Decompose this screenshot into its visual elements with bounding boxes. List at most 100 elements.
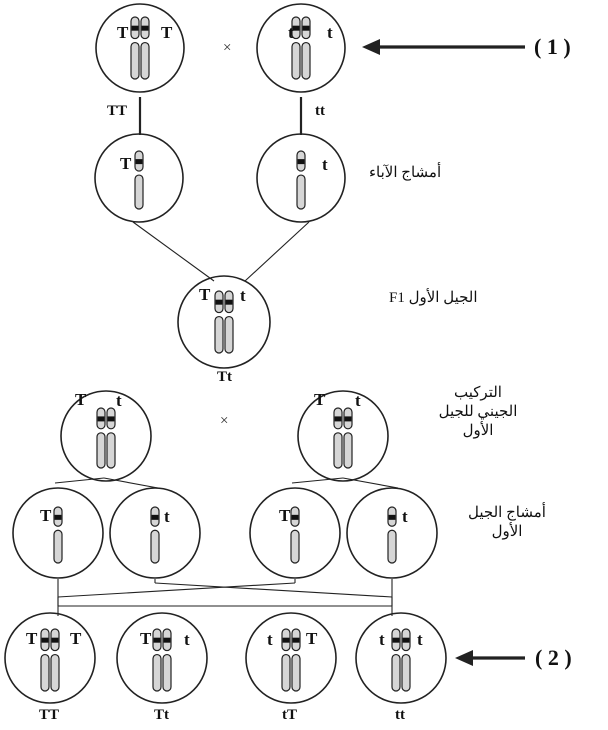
allele-label: T [279, 506, 291, 525]
gene-locus-band [282, 637, 290, 643]
caption-line: الأول [462, 422, 494, 439]
gene-locus-band [135, 159, 143, 165]
offspring-genotype-label: tT [282, 707, 297, 723]
chromosome-arm [130, 41, 140, 80]
allele-label: t [379, 630, 385, 649]
connector-line [342, 477, 399, 489]
gene-locus-band [402, 637, 410, 643]
chromosome-arm [96, 432, 106, 469]
chromosome-arm [224, 315, 234, 354]
gene-locus-band [297, 159, 305, 165]
chromosome-arm [50, 653, 60, 692]
allele-label: t [116, 391, 122, 410]
cell-circle [95, 3, 185, 93]
cell-circle [4, 612, 96, 704]
offspring-genotype-label: TT [39, 707, 60, 723]
connector-line [132, 221, 215, 282]
allele-label: T [70, 629, 82, 648]
gene-locus-band [334, 416, 342, 422]
allele-label: t [322, 155, 328, 174]
gene-locus-band [215, 299, 223, 305]
allele-label: T [314, 390, 326, 409]
chromosome-arm [281, 653, 291, 692]
gene-locus-band [131, 25, 139, 31]
chromosome-arm [106, 432, 116, 469]
cross-symbol: × [220, 413, 229, 429]
cell-circle [12, 487, 104, 579]
gene-locus-band [302, 25, 310, 31]
genotype-label-parent-recessive: tt [315, 103, 325, 119]
gene-locus-band [97, 416, 105, 422]
caption-line: أمشاج الجيل [468, 505, 546, 521]
allele-label: T [120, 154, 132, 173]
connector-line [54, 477, 105, 484]
cell-circle [94, 133, 184, 223]
caption-line: الأول [491, 523, 523, 540]
chromosome-arm [214, 315, 224, 354]
chromosome-arm [333, 432, 343, 469]
chromosome-arm [343, 432, 353, 469]
cell-circle [297, 390, 389, 482]
cell-circle [60, 390, 152, 482]
chromosome-arm [152, 653, 162, 692]
allele-label: t [417, 630, 423, 649]
offspring-genotype-label: Tt [154, 707, 169, 723]
allele-label: t [184, 630, 190, 649]
caption-line: الجيني للجيل [438, 403, 518, 420]
chromosome-arm [40, 653, 50, 692]
chromosome-arm [291, 653, 301, 692]
chromosome-arm [296, 174, 306, 210]
allele-label: t [355, 391, 361, 410]
cell-circle [256, 133, 346, 223]
connector-line [291, 477, 344, 484]
connector-line [57, 582, 296, 598]
allele-label: t [240, 286, 246, 305]
chromosome-arm [301, 41, 311, 80]
gene-locus-band [292, 25, 300, 31]
gene-locus-band [292, 637, 300, 643]
allele-label: T [117, 23, 129, 42]
connector-line [244, 221, 310, 282]
marker-1-label: ( 1 ) [534, 34, 571, 59]
cell-circle [116, 612, 208, 704]
chromosome-arm [290, 529, 300, 564]
arrow-icon [455, 650, 473, 666]
cell-circle [249, 487, 341, 579]
allele-label: t [267, 630, 273, 649]
allele-label: T [161, 23, 173, 42]
gene-locus-band [51, 637, 59, 643]
caption-line: التركيب [454, 385, 502, 401]
connector-line [103, 477, 159, 489]
gene-locus-band [344, 416, 352, 422]
marker-2-label: ( 2 ) [535, 645, 572, 670]
parent-gametes-label: أمشاج الآباء [369, 165, 442, 181]
allele-label: t [327, 23, 333, 42]
gene-locus-band [388, 514, 396, 520]
chromosome-arm [291, 41, 301, 80]
genotype-label-parent-dominant: TT [107, 103, 128, 119]
chromosome-arm [140, 41, 150, 80]
allele-label: T [199, 285, 211, 304]
allele-label: T [140, 629, 152, 648]
chromosome-arm [401, 653, 411, 692]
cell-circle [346, 487, 438, 579]
chromosome-arm [162, 653, 172, 692]
allele-label: T [26, 629, 38, 648]
allele-label: t [164, 507, 170, 526]
gene-locus-band [107, 416, 115, 422]
allele-label: t [402, 507, 408, 526]
gene-locus-band [392, 637, 400, 643]
allele-label: T [306, 629, 318, 648]
gene-locus-band [153, 637, 161, 643]
chromosome-arm [134, 174, 144, 210]
chromosome-arm [391, 653, 401, 692]
cell-circle [245, 612, 337, 704]
allele-label: T [75, 390, 87, 409]
gene-locus-band [41, 637, 49, 643]
allele-label: T [40, 506, 52, 525]
connector-line [154, 582, 393, 598]
gene-locus-band [291, 514, 299, 520]
cell-circle [355, 612, 447, 704]
f1-genotype-caption: التركيب الجيني للجيل الأول [422, 384, 534, 440]
